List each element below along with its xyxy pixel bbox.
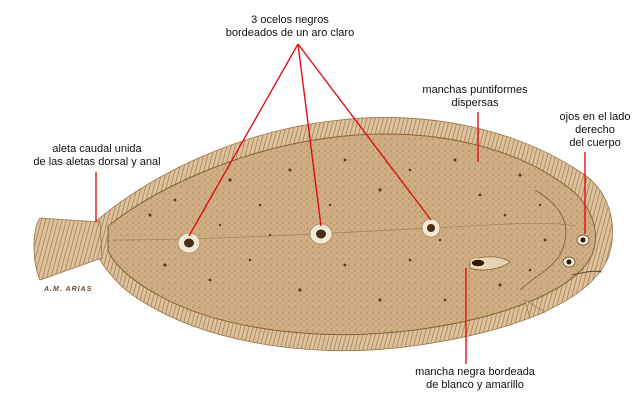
ocellus-1: [177, 232, 201, 254]
eye-lower: [562, 256, 576, 268]
fish-body: [107, 133, 596, 335]
caudal-fin: [33, 217, 103, 281]
eye-upper: [576, 234, 590, 246]
artist-signature: A.M. ARIAS: [44, 286, 93, 293]
ocellus-2: [309, 223, 333, 245]
leader-lines: [95, 43, 586, 364]
pelvic-fin: [524, 299, 546, 319]
mouth: [571, 270, 603, 276]
head-outline: [519, 189, 567, 291]
ocellus-3: [421, 218, 441, 238]
black-spot: [470, 258, 486, 268]
punctiform-spots: [148, 158, 547, 302]
